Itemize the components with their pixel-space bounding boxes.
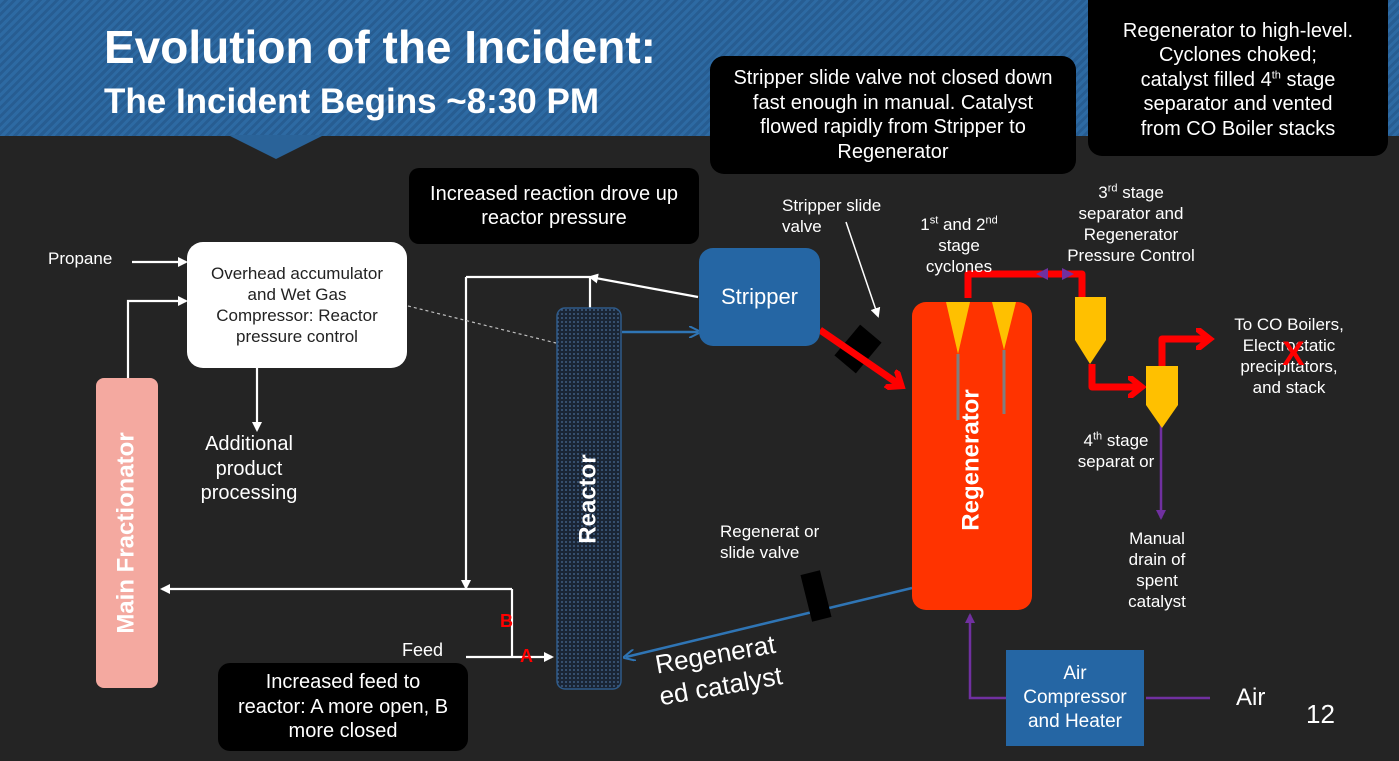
regenerator-label-holder: Regenerator — [912, 330, 1032, 590]
cyclones-label-c: stage cyclones — [925, 236, 993, 276]
page-number: 12 — [1306, 699, 1335, 729]
fourth-stage-label-c: separat or — [1077, 452, 1155, 471]
overhead-accumulator-box: Overhead accumulator and Wet Gas Compres… — [187, 242, 407, 368]
regenerator-level-line-1: Regenerator to high-level. — [1122, 19, 1354, 42]
cyclones-label-sup-2: nd — [985, 214, 998, 227]
reaction-pressure-callout: Increased reaction drove up reactor pres… — [409, 168, 699, 244]
feed-increase-callout-text: Increased feed to reactor: A more open, … — [237, 671, 449, 743]
regenerator-label: Regenerator — [958, 389, 985, 531]
fourth-stage-label-b: stage — [1102, 431, 1149, 450]
to-co-boilers-label: To CO Boilers, Electrostatic precipitato… — [1234, 315, 1344, 397]
valve-b-label: B — [500, 611, 513, 631]
stripper-valve-callout-text: Stripper slide valve not closed down fas… — [733, 67, 1053, 163]
stripper-to-overhead-line — [588, 273, 699, 299]
reaction-pressure-callout-text: Increased reaction drove up reactor pres… — [430, 182, 678, 230]
third-to-fourth-stage-flow — [1088, 364, 1140, 387]
stripper-valve-callout: Stripper slide valve not closed down fas… — [710, 56, 1076, 174]
stripper-to-regenerator-flow — [818, 327, 900, 385]
manual-drain-label: Manual drain of spent catalyst — [1128, 529, 1186, 611]
regenerator-level-callout: Regenerator to high-level. Cyclones chok… — [1088, 0, 1388, 156]
air-compressor-label: Air Compressor and Heater — [1023, 663, 1127, 732]
regenerator-level-line-2: Cyclones choked; — [1159, 44, 1317, 67]
third-stage-label: 3rd stage separator and Regenerator Pres… — [1064, 182, 1198, 266]
stripper-label: Stripper — [720, 284, 799, 309]
cyclones-label-a: 1 — [920, 215, 930, 234]
pressure-control-valve-icon — [1036, 268, 1074, 280]
third-stage-separator-icon — [1075, 297, 1106, 364]
regenerated-catalyst-line — [626, 586, 913, 657]
feed-label: Feed — [402, 640, 444, 660]
regenerator-level-line-3-sup: th — [1271, 69, 1281, 82]
reactor-column — [556, 307, 622, 690]
third-stage-label-a: 3 — [1098, 183, 1108, 202]
air-to-regenerator-line — [965, 613, 1006, 700]
third-stage-label-b: stage — [1117, 183, 1164, 202]
third-stage-label-c: separator and Regenerator Pressure Contr… — [1067, 204, 1195, 265]
stripper-box: Stripper — [699, 248, 820, 346]
main-fractionator-label: Main Fractionator — [113, 432, 141, 634]
regenerator-level-line-5: from CO Boiler stacks — [1140, 117, 1336, 140]
slide-subtitle: The Incident Begins ~8:30 PM — [104, 82, 599, 121]
regenerator-level-line-4: separator and vented — [1143, 93, 1333, 116]
regenerator-vessel — [912, 302, 1032, 610]
fourth-stage-label: 4th stage separat or — [1072, 430, 1160, 472]
feed-increase-callout: Increased feed to reactor: A more open, … — [218, 663, 468, 751]
fourth-stage-label-sup: th — [1092, 430, 1103, 443]
stripper-slide-valve-shape — [834, 324, 882, 374]
cyclones-label-b: and 2 — [938, 215, 986, 234]
air-compressor-box: Air Compressor and Heater — [1006, 650, 1144, 746]
slide-title: Evolution of the Incident: — [104, 21, 656, 73]
cyclone-1-icon — [946, 302, 970, 354]
blocked-x-mark: X — [1282, 335, 1305, 373]
valve-a-label: A — [520, 646, 533, 666]
overhead-accumulator-label: Overhead accumulator and Wet Gas Compres… — [211, 264, 383, 346]
regenerator-level-callout-text: Regenerator to high-level. Cyclones chok… — [1123, 19, 1353, 142]
fourth-stage-label-a: 4 — [1083, 431, 1093, 450]
fourth-stage-to-stack-flow — [1158, 339, 1208, 366]
header-notch — [228, 135, 324, 159]
regenerator-level-line-3b: stage — [1280, 68, 1336, 91]
regenerator-level-line-3a: catalyst filled 4 — [1140, 68, 1272, 91]
stripper-slide-valve-label: Stripper slide valve — [782, 196, 882, 236]
main-fractionator-column: Main Fractionator — [96, 378, 158, 688]
air-label: Air — [1236, 684, 1266, 711]
reactor-label: Reactor — [575, 453, 602, 544]
additional-processing-label: Additional product processing — [200, 433, 298, 504]
regenerator-level-line-3: catalyst filled 4th stage — [1123, 68, 1353, 93]
pressure-control-dashed-line — [407, 305, 557, 344]
regenerator-slide-valve-label: Regenerat or slide valve — [720, 522, 820, 562]
cyclone-2-icon — [992, 302, 1016, 350]
cyclone-to-third-stage-flow — [964, 270, 1086, 298]
cyclones-label-sup-1: st — [929, 214, 939, 227]
cyclones-label: 1st and 2nd stage cyclones — [906, 214, 1012, 277]
propane-label: Propane — [48, 249, 113, 268]
fractionator-overhead-line — [126, 296, 188, 378]
reactor-label-holder: Reactor — [557, 308, 621, 689]
third-stage-label-sup: rd — [1107, 182, 1118, 195]
regenerator-slide-valve-shape — [800, 570, 832, 622]
fourth-stage-separator-icon — [1146, 366, 1178, 428]
white-flow-lines — [126, 257, 699, 662]
